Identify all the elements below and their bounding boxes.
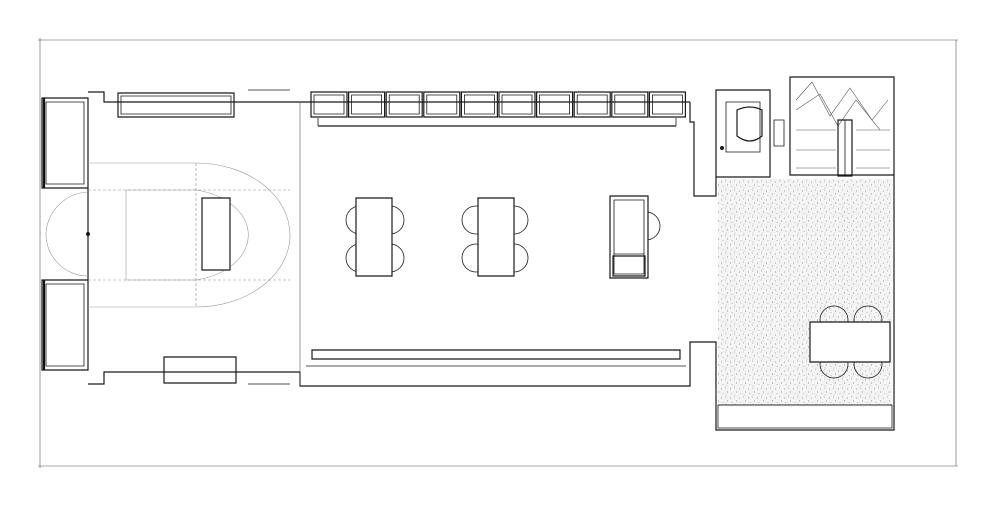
table-2 <box>462 198 528 276</box>
shelf-unit <box>461 92 497 117</box>
reception-area <box>88 90 290 384</box>
drawing-frame <box>38 38 958 468</box>
wc <box>720 102 784 152</box>
shelf-unit-inner <box>427 95 457 114</box>
shelf-unit-inner <box>352 95 382 114</box>
table-3 <box>610 196 660 278</box>
table-1 <box>346 198 404 276</box>
shelf-unit-inner <box>577 95 607 114</box>
shelf-unit <box>424 92 460 117</box>
shelf-unit <box>612 92 648 117</box>
shelf-unit <box>537 92 573 117</box>
shelf-unit <box>499 92 535 117</box>
shelf-unit <box>574 92 610 117</box>
shelf-unit-inner <box>389 95 419 114</box>
bottom-bench <box>306 350 686 366</box>
shelf-unit-inner <box>314 95 344 114</box>
terrace <box>718 179 892 428</box>
shelf-unit <box>349 92 385 117</box>
shelf-unit-inner <box>540 95 570 114</box>
entrance-doors <box>46 192 90 276</box>
shelf-unit <box>649 92 685 117</box>
shelf-units <box>311 92 685 117</box>
building-walls <box>88 77 894 430</box>
shelf-unit-inner <box>652 95 682 114</box>
entrance-facade <box>42 98 88 370</box>
shelf-unit-inner <box>502 95 532 114</box>
staircase <box>796 82 890 176</box>
shelf-unit-inner <box>464 95 494 114</box>
shelf-unit <box>386 92 422 117</box>
shelf-unit <box>311 92 347 117</box>
shelf-unit-inner <box>615 95 645 114</box>
